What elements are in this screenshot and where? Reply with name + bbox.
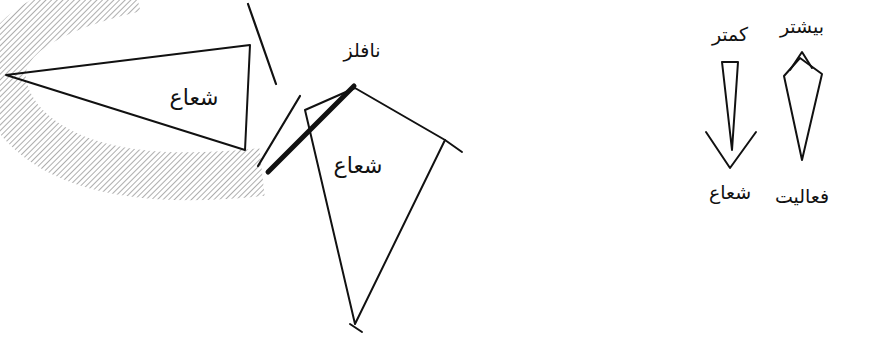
handwritten-note: کمتر xyxy=(712,23,748,46)
handwritten-note: بیشتر xyxy=(780,15,824,38)
kite-shape: شعاع xyxy=(300,86,450,328)
hatched-band xyxy=(2,0,262,176)
handwritten-note: فعالیت xyxy=(775,185,829,208)
arrow-head xyxy=(790,52,812,70)
shape-label: شعاع xyxy=(334,153,383,179)
kite-shape: شعاع xyxy=(4,42,254,154)
handwritten-note: شعاع xyxy=(709,181,751,204)
kite-outline xyxy=(300,86,450,328)
arrow-shape xyxy=(784,58,822,160)
kite-outline xyxy=(305,88,445,324)
handwritten-note: نافلز xyxy=(344,39,381,62)
tick xyxy=(350,324,362,332)
boundary-line xyxy=(445,140,462,152)
shape-label: شعاع xyxy=(170,85,219,111)
arrow-head xyxy=(706,132,756,168)
boundary-line xyxy=(248,4,276,84)
boundary-line xyxy=(258,96,300,166)
arrow-shape xyxy=(722,62,738,150)
kite-outline xyxy=(6,45,250,150)
